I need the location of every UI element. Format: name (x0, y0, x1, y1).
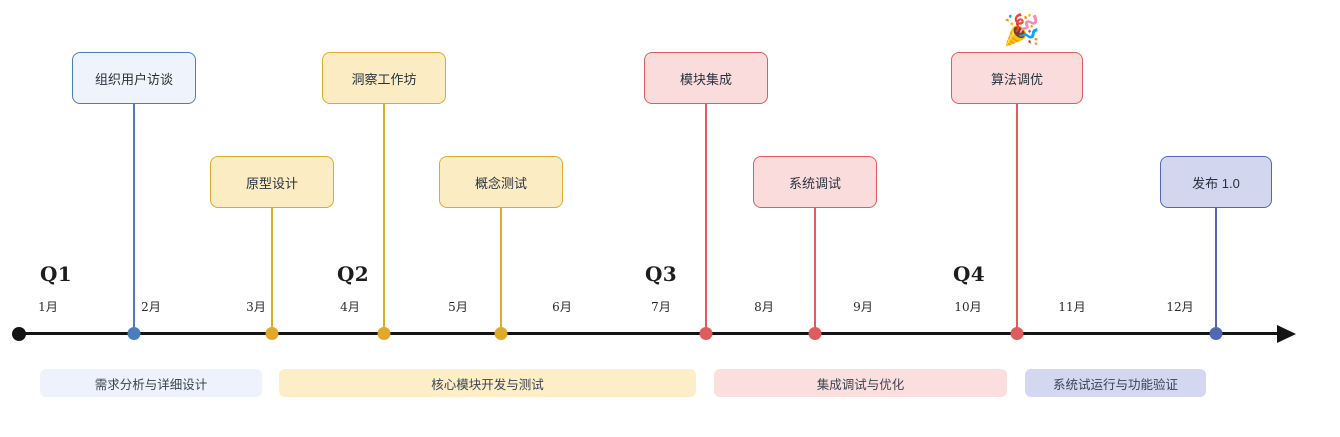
milestone-box[interactable]: 算法调优 (951, 52, 1083, 104)
phase-bar[interactable]: 核心模块开发与测试 (279, 369, 696, 397)
milestone-box[interactable]: 概念测试 (439, 156, 563, 208)
milestone-dot[interactable] (494, 327, 508, 340)
month-label: 1月 (38, 300, 58, 314)
milestone-stem (133, 104, 135, 333)
phase-bar[interactable]: 系统试运行与功能验证 (1025, 369, 1206, 397)
month-label: 2月 (141, 300, 161, 314)
milestone-dot[interactable] (1010, 327, 1024, 340)
milestone-dot[interactable] (265, 327, 279, 340)
milestone-dot[interactable] (127, 327, 141, 340)
month-label: 12月 (1166, 300, 1194, 314)
milestone-stem (383, 104, 385, 333)
timeline-axis (19, 332, 1287, 335)
quarter-label: Q4 (953, 262, 985, 286)
milestone-dot[interactable] (699, 327, 713, 340)
milestone-stem (1215, 208, 1217, 333)
month-label: 6月 (552, 300, 572, 314)
quarter-label: Q2 (337, 262, 369, 286)
phase-bar[interactable]: 集成调试与优化 (714, 369, 1007, 397)
milestone-stem (705, 104, 707, 333)
milestone-box[interactable]: 组织用户访谈 (72, 52, 196, 104)
milestone-stem (1016, 104, 1018, 333)
month-label: 3月 (246, 300, 266, 314)
milestone-box[interactable]: 原型设计 (210, 156, 334, 208)
month-label: 11月 (1058, 300, 1086, 314)
axis-start-dot-icon (12, 327, 26, 341)
milestone-box[interactable]: 模块集成 (644, 52, 768, 104)
month-label: 5月 (448, 300, 468, 314)
quarter-label: Q3 (645, 262, 677, 286)
month-label: 9月 (853, 300, 873, 314)
month-label: 10月 (954, 300, 982, 314)
milestone-dot[interactable] (808, 327, 822, 340)
axis-arrow-icon (1277, 325, 1296, 343)
milestone-dot[interactable] (377, 327, 391, 340)
milestone-stem (500, 208, 502, 333)
milestone-box[interactable]: 系统调试 (753, 156, 877, 208)
milestone-stem (814, 208, 816, 333)
phase-bar[interactable]: 需求分析与详细设计 (40, 369, 262, 397)
quarter-label: Q1 (40, 262, 72, 286)
milestone-dot[interactable] (1209, 327, 1223, 340)
party-popper-icon: 🎉 (1003, 13, 1041, 48)
milestone-box[interactable]: 洞察工作坊 (322, 52, 446, 104)
month-label: 8月 (754, 300, 774, 314)
month-label: 7月 (651, 300, 671, 314)
milestone-stem (271, 208, 273, 333)
month-label: 4月 (340, 300, 360, 314)
milestone-box[interactable]: 发布 1.0 (1160, 156, 1272, 208)
